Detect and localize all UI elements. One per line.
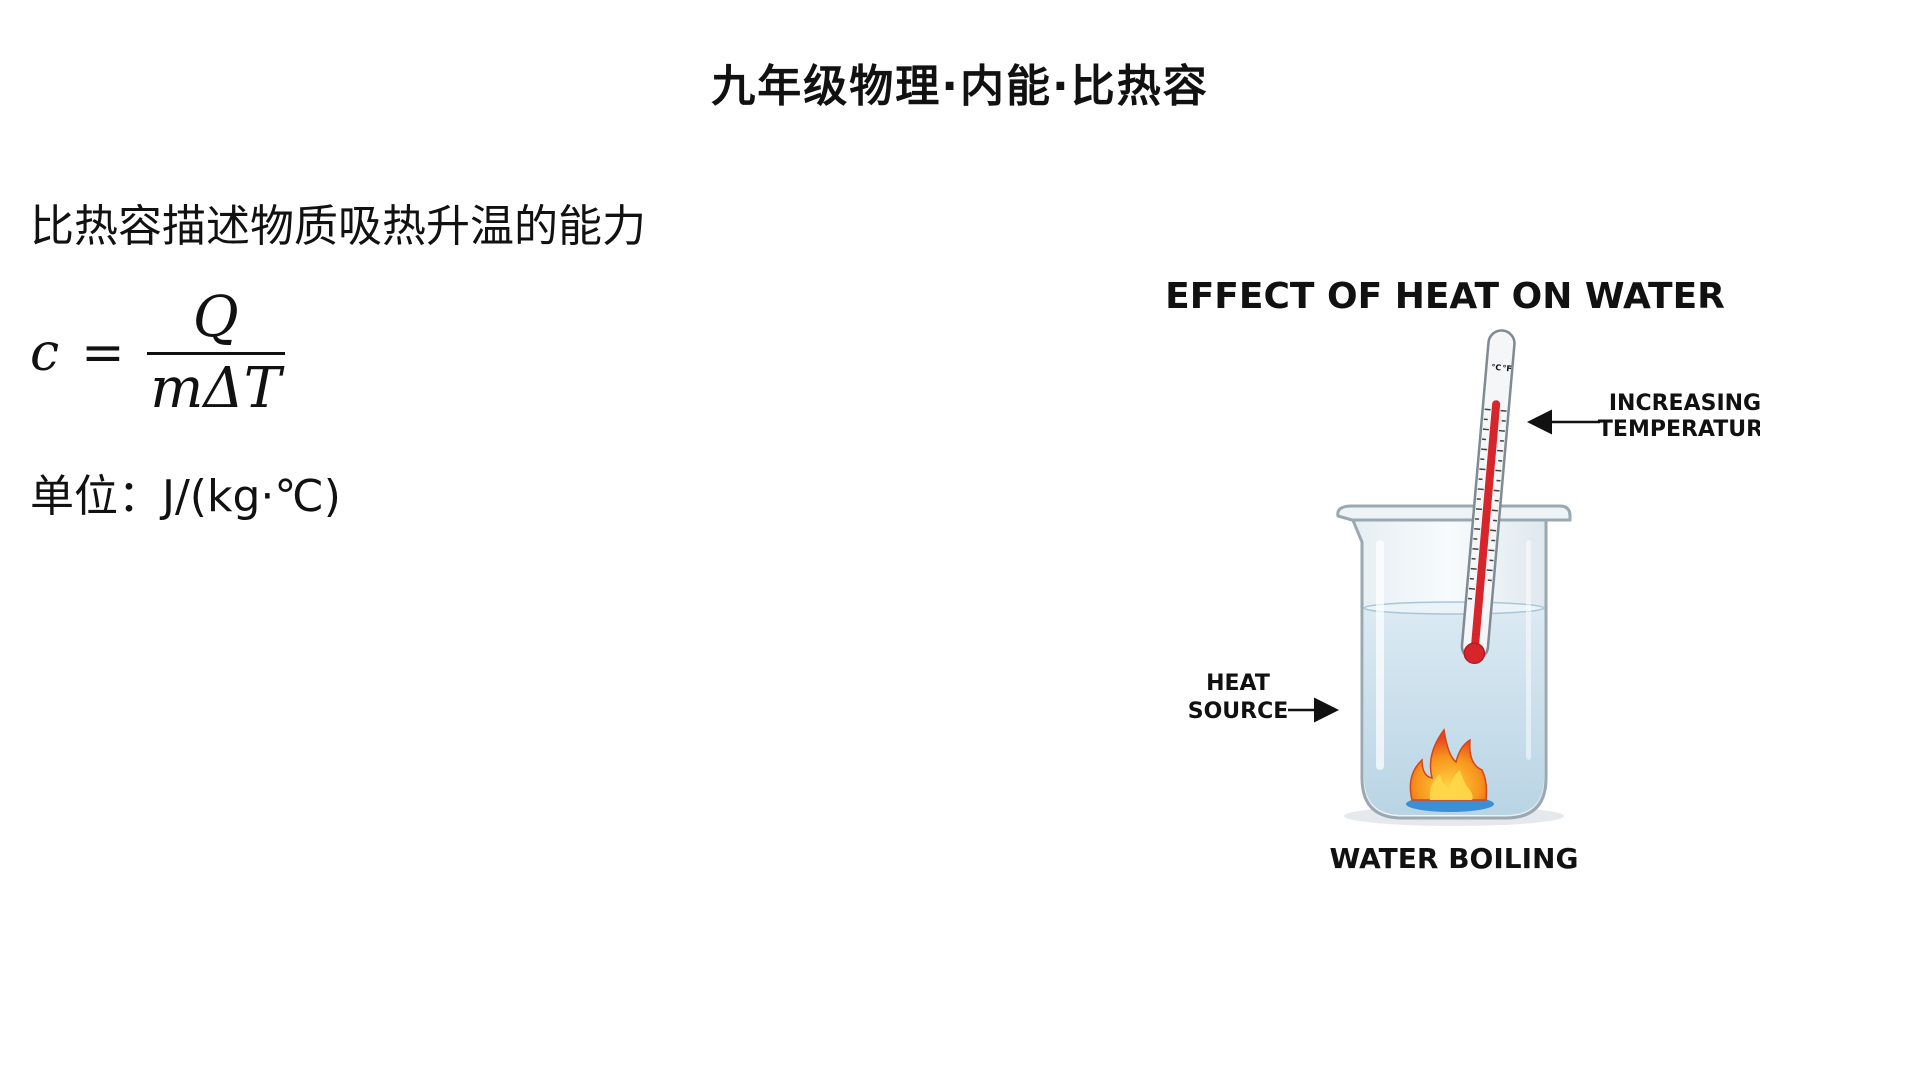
formula-fraction: Q mΔT (146, 284, 285, 421)
formula-lhs: c (30, 323, 60, 383)
formula-numerator: Q (192, 284, 239, 350)
intro-text: 比热容描述物质吸热升温的能力 (30, 201, 646, 252)
beaker (1336, 504, 1572, 820)
unit-value: J/(kg·℃) (162, 471, 341, 522)
figure-title: EFFECT OF HEAT ON WATER (1165, 276, 1725, 317)
unit-label: 单位： (30, 471, 162, 522)
label-temperature: TEMPERATURE (1598, 417, 1760, 442)
water (1364, 608, 1544, 815)
slide-title: 九年级物理·内能·比热容 (711, 61, 1209, 112)
formula-equals: = (81, 323, 125, 383)
flame-icon (1406, 728, 1494, 812)
unit-line: 单位：J/(kg·℃) (30, 460, 341, 524)
label-increasing: INCREASING (1609, 391, 1760, 416)
specific-heat-formula: c = Q mΔT (30, 288, 285, 418)
label-heat: HEAT (1206, 671, 1270, 696)
heat-water-illustration: EFFECT OF HEAT ON WATER (1130, 270, 1760, 910)
mercury-column (1471, 400, 1501, 650)
celsius-label: °C (1491, 363, 1502, 373)
figure-caption: WATER BOILING (1330, 842, 1579, 875)
thermometer-icon: °C °F (1460, 329, 1516, 665)
fahrenheit-label: °F (1502, 364, 1512, 374)
label-source: SOURCE (1188, 699, 1289, 724)
fraction-bar (146, 351, 285, 355)
formula-denominator: mΔT (150, 355, 282, 421)
